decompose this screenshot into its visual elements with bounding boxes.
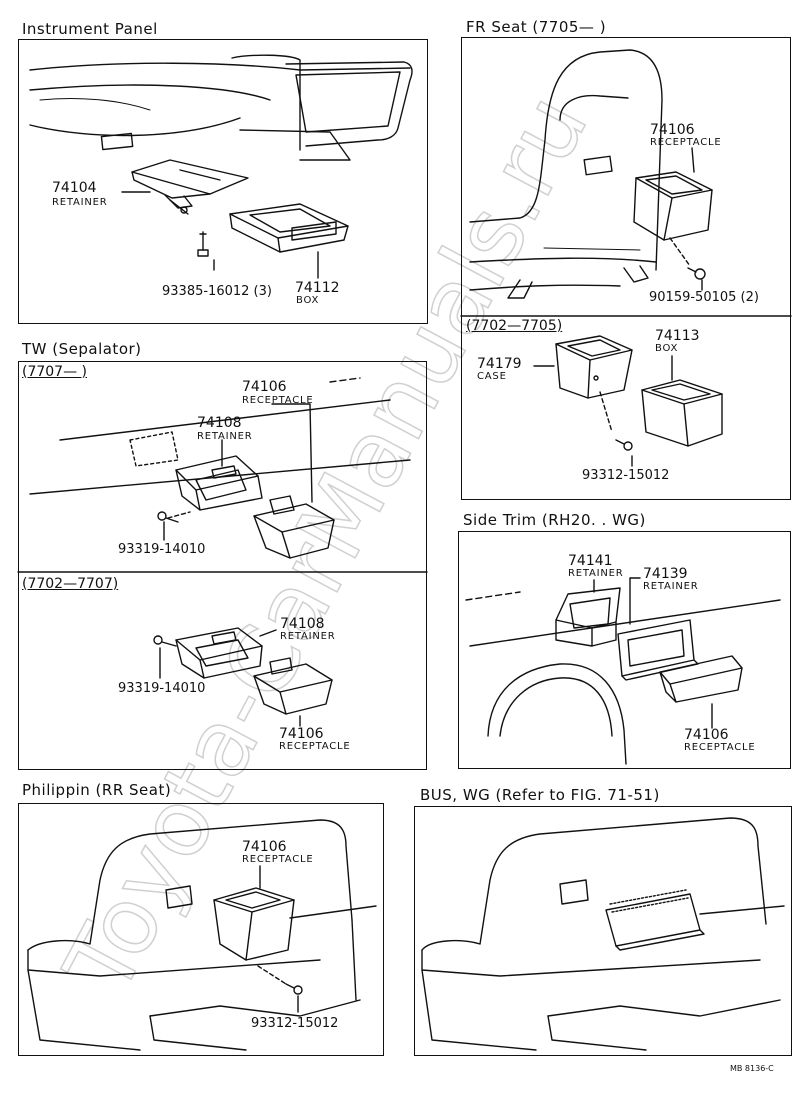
label-twb-74108-number: 74108 (280, 616, 325, 632)
label-74179-number: 74179 (477, 356, 522, 372)
section-title-instrument-panel: Instrument Panel (22, 20, 158, 38)
twb-retainer-74108-drawing (175, 627, 263, 679)
label-74139-number: 74139 (643, 566, 688, 582)
label-tw-screw: 93319-14010 (118, 542, 206, 557)
fr-receptacle-74106-drawing (633, 171, 713, 241)
case-74179-drawing (555, 335, 633, 399)
fr-seat-drawing (469, 49, 663, 299)
leader-fr-screw2-dash (599, 391, 613, 433)
label-twb-screw: 93319-14010 (118, 681, 206, 696)
panel-side-trim (458, 531, 791, 769)
label-tw-74106-name: RECEPTACLE (242, 395, 314, 406)
fr-screw2-drawing (615, 439, 633, 451)
label-st-74106-name: RECEPTACLE (684, 742, 756, 753)
ph-screw-drawing (285, 983, 303, 995)
bolt-93385-drawing (197, 231, 209, 257)
side-trim-retainer-74141-drawing (555, 587, 621, 647)
label-74141-number: 74141 (568, 553, 613, 569)
retainer-74104-drawing (131, 159, 249, 215)
label-tw-74108-name: RETAINER (197, 431, 253, 442)
side-trim-drawing (465, 591, 781, 765)
subsection-tw-7707: (7707— ) (22, 364, 88, 380)
label-ph-screw: 93312-15012 (251, 1016, 339, 1031)
section-title-tw: TW (Sepalator) (22, 340, 142, 358)
label-74113-name: BOX (655, 343, 679, 354)
subsection-tw-7702-7707: (7702—7707) (22, 576, 119, 592)
label-bolt-93385: 93385-16012 (3) (162, 284, 272, 299)
figure-code: MB 8136-C (730, 1064, 774, 1073)
leader-tw-screw-dash (167, 511, 191, 519)
side-trim-receptacle-74106-drawing (659, 655, 743, 703)
leader-fr-screw-dash (669, 237, 691, 267)
label-74179-name: CASE (477, 371, 507, 382)
leader-twb-74108 (259, 629, 277, 637)
label-74139-name: RETAINER (643, 581, 699, 592)
section-title-side-trim: Side Trim (RH20. . WG) (463, 511, 646, 529)
panel-tw (18, 361, 427, 770)
label-74104-name: RETAINER (52, 197, 108, 208)
label-tw-74106-number: 74106 (242, 379, 287, 395)
side-trim-retainer-74139-drawing (617, 619, 699, 681)
bus-seat-drawing (421, 817, 785, 1051)
leader-fr-receptacle (691, 147, 695, 173)
label-twb-74108-name: RETAINER (280, 631, 336, 642)
dashboard-drawing (29, 54, 413, 161)
twb-receptacle-74106-drawing (253, 657, 333, 715)
tw-receptacle-74106-drawing (253, 495, 335, 559)
label-fr-screw: 90159-50105 (2) (649, 290, 759, 305)
box-74112-drawing (229, 203, 349, 253)
label-74113-number: 74113 (655, 328, 700, 344)
section-title-bus-wg: BUS, WG (Refer to FIG. 71-51) (420, 786, 660, 804)
label-ph-74106-name: RECEPTACLE (242, 854, 314, 865)
leader-74139 (629, 577, 641, 625)
philippin-seat-drawing (27, 819, 377, 1051)
section-title-fr-seat: FR Seat (7705— ) (466, 18, 607, 36)
bus-receptacle-drawing (605, 889, 705, 951)
label-twb-74106-name: RECEPTACLE (279, 741, 351, 752)
label-fr-74106-number: 74106 (650, 122, 695, 138)
panel-philippin (18, 803, 384, 1056)
tw-screw-drawing (157, 511, 179, 523)
label-74104-number: 74104 (52, 180, 97, 196)
box-74113-drawing (641, 379, 723, 447)
label-twb-74106-number: 74106 (279, 726, 324, 742)
label-st-74106-number: 74106 (684, 727, 729, 743)
leader-ph-screw-dash (257, 965, 287, 985)
label-ph-74106-number: 74106 (242, 839, 287, 855)
subsection-fr-7702-7705: (7702—7705) (466, 318, 563, 334)
fr-screw-drawing (687, 267, 706, 280)
label-74112-number: 74112 (295, 280, 340, 296)
label-tw-74108-number: 74108 (197, 415, 242, 431)
label-fr-74106-name: RECEPTACLE (650, 137, 722, 148)
panel-fr-seat (461, 37, 791, 500)
leader-tw-74106 (271, 403, 313, 503)
twb-screw-drawing (153, 635, 177, 647)
label-fr-screw2: 93312-15012 (582, 468, 670, 483)
label-74112-name: BOX (296, 295, 320, 306)
label-74141-name: RETAINER (568, 568, 624, 579)
section-title-philippin: Philippin (RR Seat) (22, 781, 172, 799)
panel-instrument (18, 39, 428, 324)
philippin-receptacle-74106-drawing (213, 887, 295, 961)
tw-retainer-74108-drawing (175, 455, 263, 511)
panel-bus-wg (414, 806, 792, 1056)
